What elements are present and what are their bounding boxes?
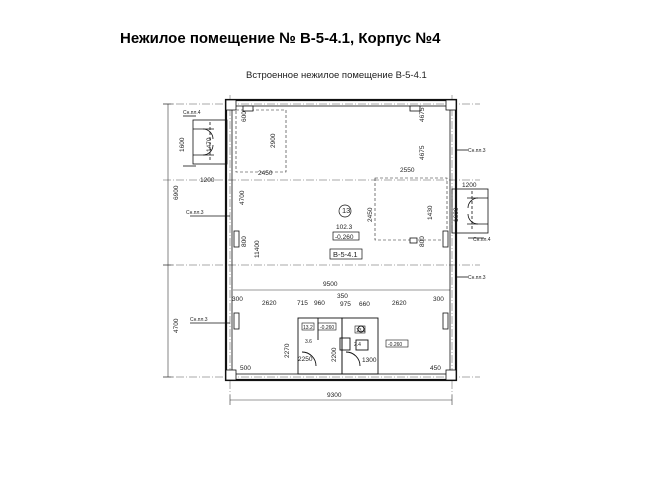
dim-800-right: 800 [419,236,426,247]
dim-1300: 1300 [362,357,377,364]
vertical-dimensions: 6900 4700 1600 1470 600 2900 4700 11400 … [173,107,460,362]
dim-2200: 2200 [331,347,338,362]
dim-350: 350 [337,293,348,300]
dim-4675: 4675 [419,107,426,122]
dim-1200-left: 1200 [200,177,215,184]
left-vestibule [192,119,228,165]
room-level: -0.260 [335,234,354,241]
section-label-6: Сн.пл.4 [473,237,491,243]
wc1-number: 13.2 [303,325,313,331]
dim-1430: 1430 [427,205,434,220]
wc2-level: -0.260 [388,342,402,348]
plan-subtitle: Встроенное нежилое помещение В-5-4.1 [246,70,427,81]
wc1-area: 3.6 [305,339,312,345]
dim-500: 500 [240,365,251,372]
wc2-area: 2.4 [354,342,361,348]
dim-11400: 11400 [254,240,261,258]
room-label-block [329,204,363,260]
dim-300-left: 300 [232,296,243,303]
dim-2620-right: 2620 [392,300,407,307]
section-label-4: Сн.пл.3 [468,148,486,154]
dim-4700-left: 4700 [173,318,180,333]
dim-1200-right: 1200 [462,182,477,189]
section-label-2: Сн.пл.3 [186,210,204,216]
wall-openings [233,105,449,330]
wc1-level: -0.260 [320,325,334,331]
dim-1600-left: 1600 [179,137,186,152]
dim-715: 715 [297,300,308,307]
dim-960: 960 [314,300,325,307]
dim-1600-right: 1600 [453,207,460,222]
dim-450: 450 [430,365,441,372]
corner-columns [225,99,457,381]
bathrooms [297,317,379,375]
room-label: В-5-4.1 [333,250,358,259]
page-title: Нежилое помещение № В-5-4.1, Корпус №4 [120,30,441,47]
dim-2450-right: 2450 [367,207,374,222]
dim-2250: 2250 [298,356,313,363]
dim-2900: 2900 [270,133,277,148]
dim-300-right: 300 [433,296,444,303]
dim-2450-top: 2450 [258,170,273,177]
dim-600: 600 [241,111,248,122]
section-label-3: Сн.пл.3 [190,317,208,323]
section-markers [183,115,484,324]
dim-4675b: 4675 [419,145,426,160]
room-number: 13 [342,206,350,215]
outer-dimension-lines [163,103,453,405]
axis-grid [163,95,480,395]
wc2-number: 13.1 [356,328,366,334]
dim-660: 660 [359,301,370,308]
right-vestibule [451,188,489,234]
dim-2270: 2270 [284,343,291,358]
dim-9500: 9500 [323,281,338,288]
dim-2550: 2550 [400,167,415,174]
room-area: 102.3 [336,224,353,231]
dim-800-left: 800 [241,236,248,247]
dim-2620-left: 2620 [262,300,277,307]
dim-6900: 6900 [173,185,180,200]
section-label-5: Сн.пл.3 [468,275,486,281]
dim-975: 975 [340,301,351,308]
dim-4700-mid: 4700 [239,190,246,205]
dim-1470: 1470 [206,137,213,152]
section-label-1: Сн.пл.4 [183,110,201,116]
dim-9300: 9300 [327,392,342,399]
